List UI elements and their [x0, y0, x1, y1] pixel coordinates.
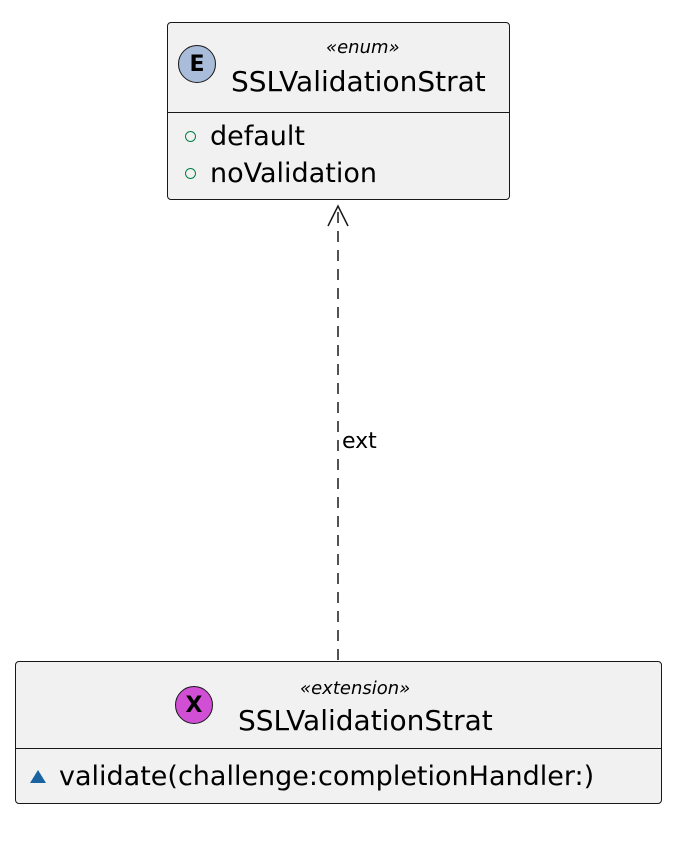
enum-class-box[interactable]: E «enum» SSLValidationStrat default noVa…	[167, 22, 510, 200]
extension-class-name: SSLValidationStrat	[238, 704, 493, 737]
enum-member-label: default	[210, 121, 306, 152]
enum-member-label: noValidation	[210, 158, 377, 189]
relationship-label: ext	[342, 429, 377, 454]
package-visibility-icon	[30, 770, 46, 783]
extension-stereotype: «extension»	[300, 678, 411, 699]
enum-class-name: SSLValidationStrat	[231, 65, 486, 98]
public-visibility-icon	[185, 168, 196, 179]
enum-badge-icon: E	[178, 45, 216, 83]
extension-class-header: X «extension» SSLValidationStrat	[16, 662, 661, 749]
extension-badge-icon: X	[175, 686, 213, 724]
open-arrowhead	[327, 204, 349, 227]
enum-member: default	[185, 121, 305, 152]
extension-class-box[interactable]: X «extension» SSLValidationStrat validat…	[15, 661, 662, 804]
extension-member: validate(challenge:completionHandler:)	[30, 761, 594, 792]
enum-member: noValidation	[185, 158, 377, 189]
extension-member-label: validate(challenge:completionHandler:)	[59, 761, 595, 792]
enum-stereotype: «enum»	[326, 37, 400, 58]
enum-class-header: E «enum» SSLValidationStrat	[168, 23, 509, 113]
public-visibility-icon	[185, 131, 196, 142]
